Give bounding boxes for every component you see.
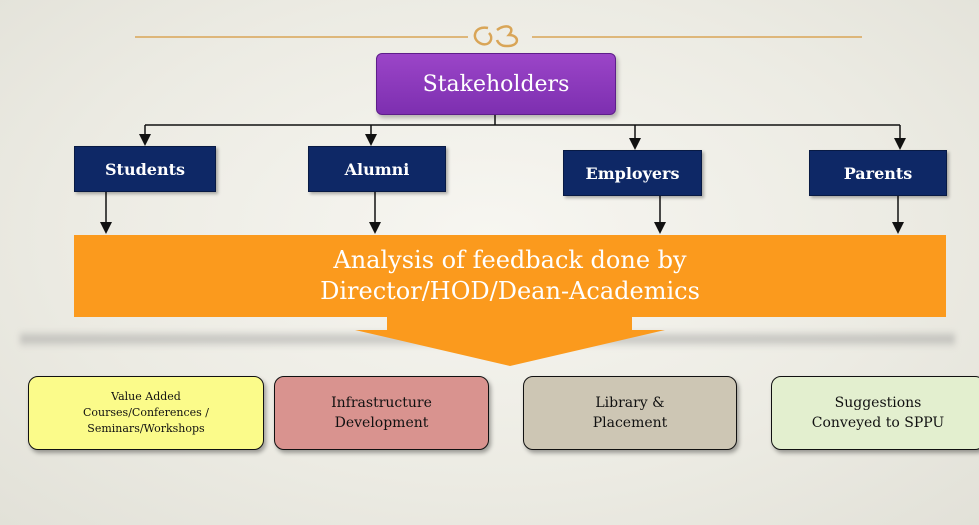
stakeholders-box: Stakeholders	[376, 53, 616, 115]
outcome-suggestions-box: Suggestions Conveyed to SPPU	[771, 376, 979, 450]
outcome-library-line-2: Placement	[592, 415, 668, 431]
outcome-value-added-line-3: Seminars/Workshops	[87, 422, 205, 435]
stakeholders-label: Stakeholders	[422, 71, 570, 97]
analysis-line-2: Director/HOD/Dean-Academics	[320, 277, 700, 305]
outcome-value-added-line-2: Courses/Conferences /	[83, 406, 209, 419]
parents-box: Parents	[809, 150, 947, 196]
students-label: Students	[105, 159, 185, 179]
outcome-suggestions-line-1: Suggestions	[834, 395, 922, 411]
outcome-library-line-1: Library &	[595, 395, 665, 411]
employers-label: Employers	[585, 163, 680, 183]
outcome-infrastructure-box: Infrastructure Development	[274, 376, 489, 450]
outcome-infrastructure-line-2: Development	[334, 415, 429, 431]
outcome-suggestions-line-2: Conveyed to SPPU	[811, 415, 945, 431]
employers-box: Employers	[563, 150, 702, 196]
outcome-value-added-line-1: Value Added	[111, 390, 181, 403]
alumni-label: Alumni	[344, 159, 410, 179]
outcome-value-added-box: Value Added Courses/Conferences / Semina…	[28, 376, 264, 450]
outcome-library-box: Library & Placement	[523, 376, 737, 450]
outcome-infrastructure-line-1: Infrastructure	[331, 395, 432, 411]
parents-label: Parents	[843, 163, 913, 183]
analysis-line-1: Analysis of feedback done by	[333, 246, 687, 274]
students-box: Students	[74, 146, 216, 192]
alumni-box: Alumni	[308, 146, 446, 192]
analysis-box: Analysis of feedback done by Director/HO…	[74, 235, 946, 317]
